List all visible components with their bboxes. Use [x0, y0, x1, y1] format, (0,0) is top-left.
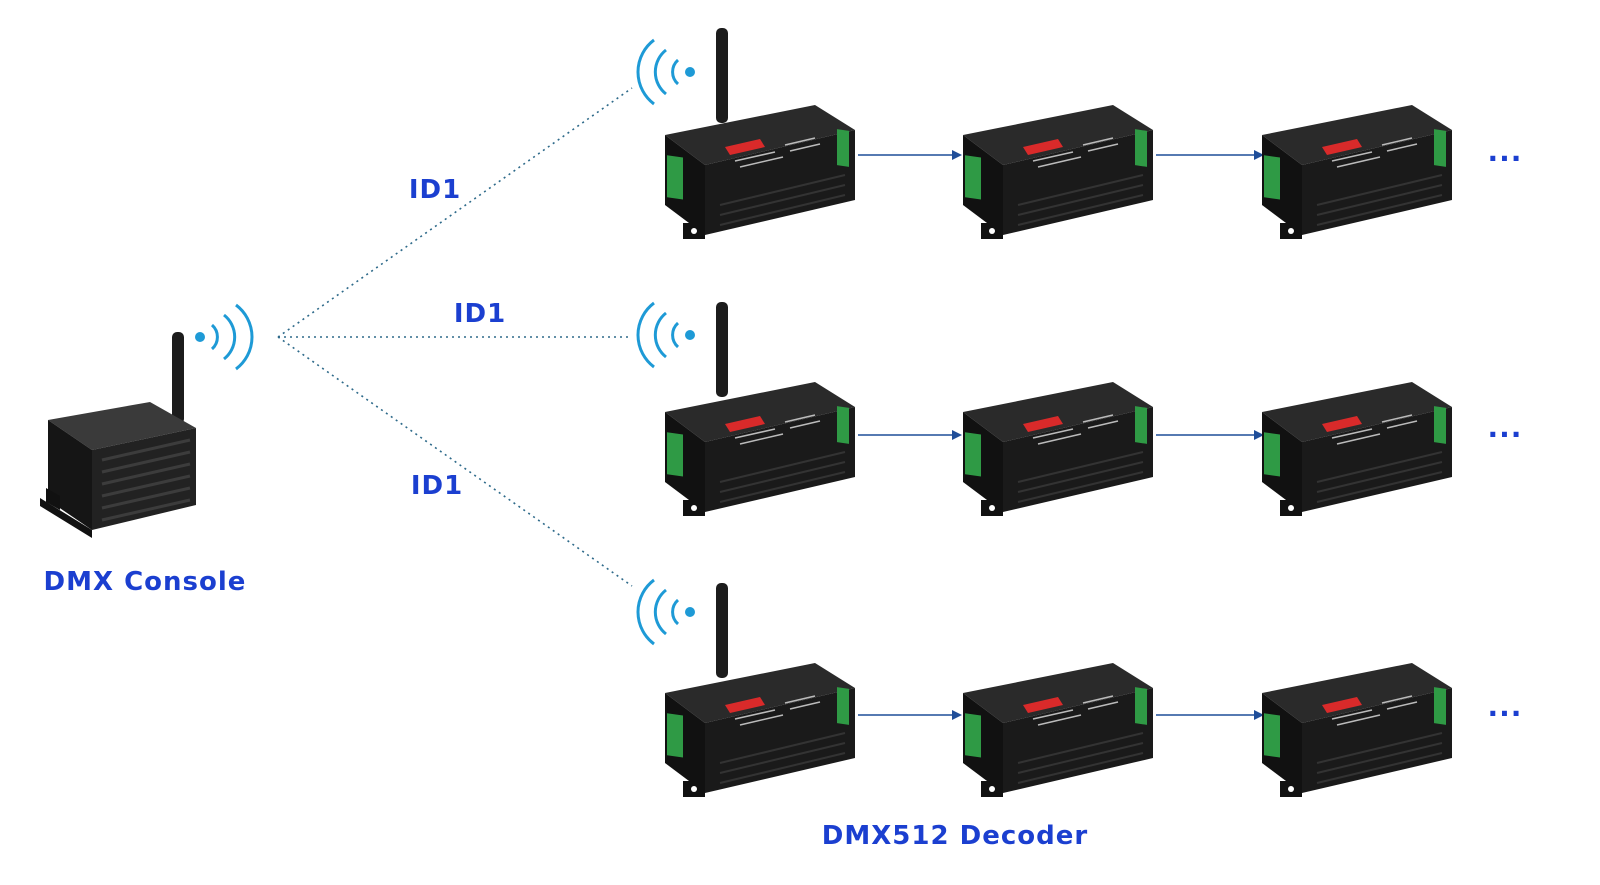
- continuation-ellipsis-row-2: ...: [1488, 411, 1523, 444]
- decoder-device: [664, 381, 856, 517]
- console-label: DMX Console: [44, 567, 247, 597]
- link-id-label-1: ID1: [409, 175, 461, 205]
- decoder-antenna: [716, 583, 728, 678]
- decoder-device: [1261, 662, 1453, 798]
- link-line-row-3: [277, 336, 633, 587]
- decoder-row-3: ...: [636, 578, 1523, 798]
- decoder-device: [962, 662, 1154, 798]
- decoder-device: [962, 104, 1154, 240]
- continuation-ellipsis-row-1: ...: [1488, 135, 1523, 168]
- link-id-label-2: ID1: [454, 299, 506, 329]
- decoder-device: [664, 662, 856, 798]
- decoder-group-label: DMX512 Decoder: [822, 821, 1088, 851]
- decoder-antenna: [716, 28, 728, 123]
- decoder-antenna: [716, 302, 728, 397]
- decoder-wireless-icon: [636, 301, 697, 369]
- decoder-wireless-icon: [636, 38, 697, 106]
- link-id-label-3: ID1: [411, 471, 463, 501]
- dmx-console-device: [40, 332, 196, 538]
- link-line-row-1: [277, 87, 633, 338]
- decoder-device: [664, 104, 856, 240]
- decoder-row-1: ...: [636, 28, 1523, 240]
- decoder-row-2: ...: [636, 301, 1523, 517]
- decoder-wireless-icon: [636, 578, 697, 646]
- console-wireless-icon: [193, 303, 254, 371]
- wireless-links: [277, 87, 633, 587]
- decoder-device: [1261, 381, 1453, 517]
- decoder-device: [1261, 104, 1453, 240]
- continuation-ellipsis-row-3: ...: [1488, 690, 1523, 723]
- decoder-device: [962, 381, 1154, 517]
